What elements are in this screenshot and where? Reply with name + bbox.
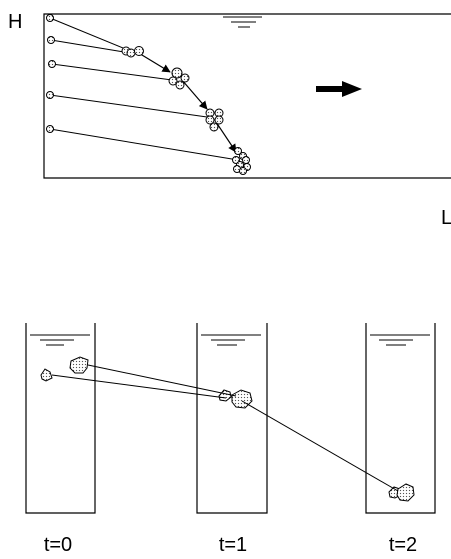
settling-columns <box>25 323 436 514</box>
inlet-particles <box>46 14 56 133</box>
inlet-particle <box>46 91 54 99</box>
top-settling-tank <box>43 13 451 179</box>
tank-outline <box>43 13 451 179</box>
inlet-particle <box>47 36 55 44</box>
flocculation-path <box>136 51 237 153</box>
time-label-t1: t=1 <box>218 534 248 556</box>
time-label-t0: t=0 <box>43 534 73 556</box>
water-surface-symbol <box>223 16 262 28</box>
particle-small <box>40 368 53 382</box>
floc-cluster-4 <box>232 147 251 175</box>
x-axis-label: L <box>441 207 451 229</box>
particle-small <box>218 389 232 402</box>
column-t2 <box>365 323 436 514</box>
column-t0 <box>25 323 96 514</box>
floc-cluster-3 <box>205 108 224 132</box>
column-trajectories <box>51 364 399 492</box>
trajectory-lines <box>49 17 239 161</box>
y-axis-label: H <box>8 11 23 33</box>
time-label-t2: t=2 <box>388 534 418 556</box>
floc-cluster-1 <box>121 46 144 58</box>
floc-cluster-2 <box>168 67 190 90</box>
inlet-particle <box>48 60 56 68</box>
column-t1 <box>196 323 268 514</box>
particle-large <box>396 483 415 502</box>
inlet-particle <box>46 14 54 22</box>
inlet-particle <box>46 125 54 133</box>
particle-large <box>69 356 89 374</box>
flow-direction-arrow <box>316 81 362 97</box>
